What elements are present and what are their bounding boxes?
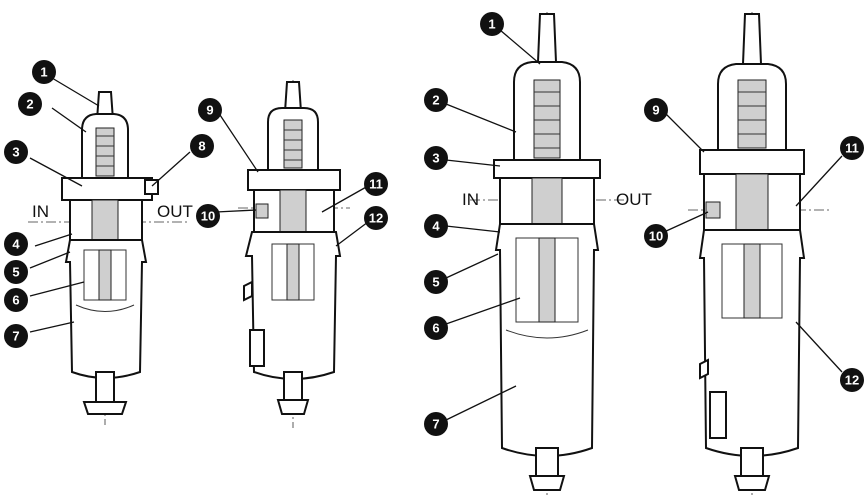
callout-badge: 3 [424, 146, 448, 170]
callout-badge: 4 [4, 232, 28, 256]
valve-core [531, 177, 563, 225]
svg-text:10: 10 [201, 209, 215, 224]
callout-badge: 6 [424, 316, 448, 340]
callout-badge: 9 [198, 98, 222, 122]
valve-core [735, 173, 769, 231]
drain-knob [82, 401, 128, 415]
svg-text:5: 5 [12, 265, 19, 280]
svg-text:9: 9 [652, 103, 659, 118]
svg-text:1: 1 [488, 17, 495, 32]
side-clip [243, 280, 253, 302]
in-port-label: IN [462, 190, 479, 209]
adjusting-stem [741, 13, 763, 65]
relief-valve [255, 203, 269, 219]
callout-badge: 10 [644, 224, 668, 248]
valve-core [91, 199, 119, 241]
out-port-label: OUT [616, 190, 652, 209]
svg-text:7: 7 [432, 417, 439, 432]
callout-badge: 12 [840, 368, 864, 392]
callout-badge: 12 [364, 206, 388, 230]
body-top [61, 177, 153, 201]
svg-text:8: 8 [198, 139, 205, 154]
callout-badge: 8 [190, 134, 214, 158]
filter-element [515, 237, 579, 323]
in-port-label: IN [32, 202, 49, 221]
svg-text:5: 5 [432, 275, 439, 290]
drain-knob [733, 475, 771, 491]
callout-badge: 6 [4, 288, 28, 312]
drain [283, 371, 303, 401]
svg-text:6: 6 [12, 293, 19, 308]
svg-text:12: 12 [369, 211, 383, 226]
callout-badge: 5 [4, 260, 28, 284]
svg-text:4: 4 [432, 219, 440, 234]
level-indicator [249, 329, 265, 367]
callout-badge: 11 [840, 136, 864, 160]
valve-core [279, 189, 307, 233]
body-top [247, 169, 341, 191]
level-indicator [709, 391, 727, 439]
body-top [493, 159, 601, 179]
callout-badge: 2 [18, 92, 42, 116]
callout-badge: 2 [424, 88, 448, 112]
drain [535, 447, 559, 477]
svg-text:4: 4 [12, 237, 20, 252]
callout-badge: 10 [196, 204, 220, 228]
svg-text:3: 3 [432, 151, 439, 166]
drain-knob [528, 475, 566, 491]
svg-text:11: 11 [845, 141, 859, 156]
callout-badge: 1 [32, 60, 56, 84]
out-port-label: OUT [157, 202, 193, 221]
drain [95, 371, 115, 403]
side-clip [699, 358, 709, 380]
filter-element [83, 249, 127, 301]
figure-large-regulator: IN OUT 1 2 3 4 5 6 7 [424, 12, 652, 496]
svg-text:6: 6 [432, 321, 439, 336]
callout-badge: 4 [424, 214, 448, 238]
callout-badge: 11 [364, 172, 388, 196]
spring [95, 127, 115, 177]
spring [533, 79, 561, 159]
figure-small-regulator: IN OUT 1 2 3 4 5 6 7 8 [4, 60, 214, 425]
callout-badge: 3 [4, 140, 28, 164]
figure-small-regulator-side: 9 10 11 12 [196, 80, 388, 428]
callout-badge: 7 [424, 412, 448, 436]
filter-element [271, 243, 315, 301]
svg-text:12: 12 [845, 373, 859, 388]
drain [740, 447, 764, 477]
svg-text:2: 2 [26, 97, 33, 112]
svg-text:3: 3 [12, 145, 19, 160]
svg-text:7: 7 [12, 329, 19, 344]
callout-badge: 7 [4, 324, 28, 348]
spring [737, 79, 767, 149]
callout-badge: 9 [644, 98, 668, 122]
filter-element [721, 243, 783, 319]
svg-text:11: 11 [369, 177, 383, 192]
drain-knob [276, 399, 310, 415]
callout-badge: 5 [424, 270, 448, 294]
relief-valve [705, 201, 721, 219]
body-top [699, 149, 805, 175]
svg-text:10: 10 [649, 229, 663, 244]
callout-badge: 1 [480, 12, 504, 36]
figure-large-regulator-side: 9 10 11 12 [644, 12, 864, 496]
spring [283, 119, 303, 169]
svg-text:2: 2 [432, 93, 439, 108]
adjusting-stem [536, 13, 558, 63]
svg-text:1: 1 [40, 65, 47, 80]
svg-text:9: 9 [206, 103, 213, 118]
